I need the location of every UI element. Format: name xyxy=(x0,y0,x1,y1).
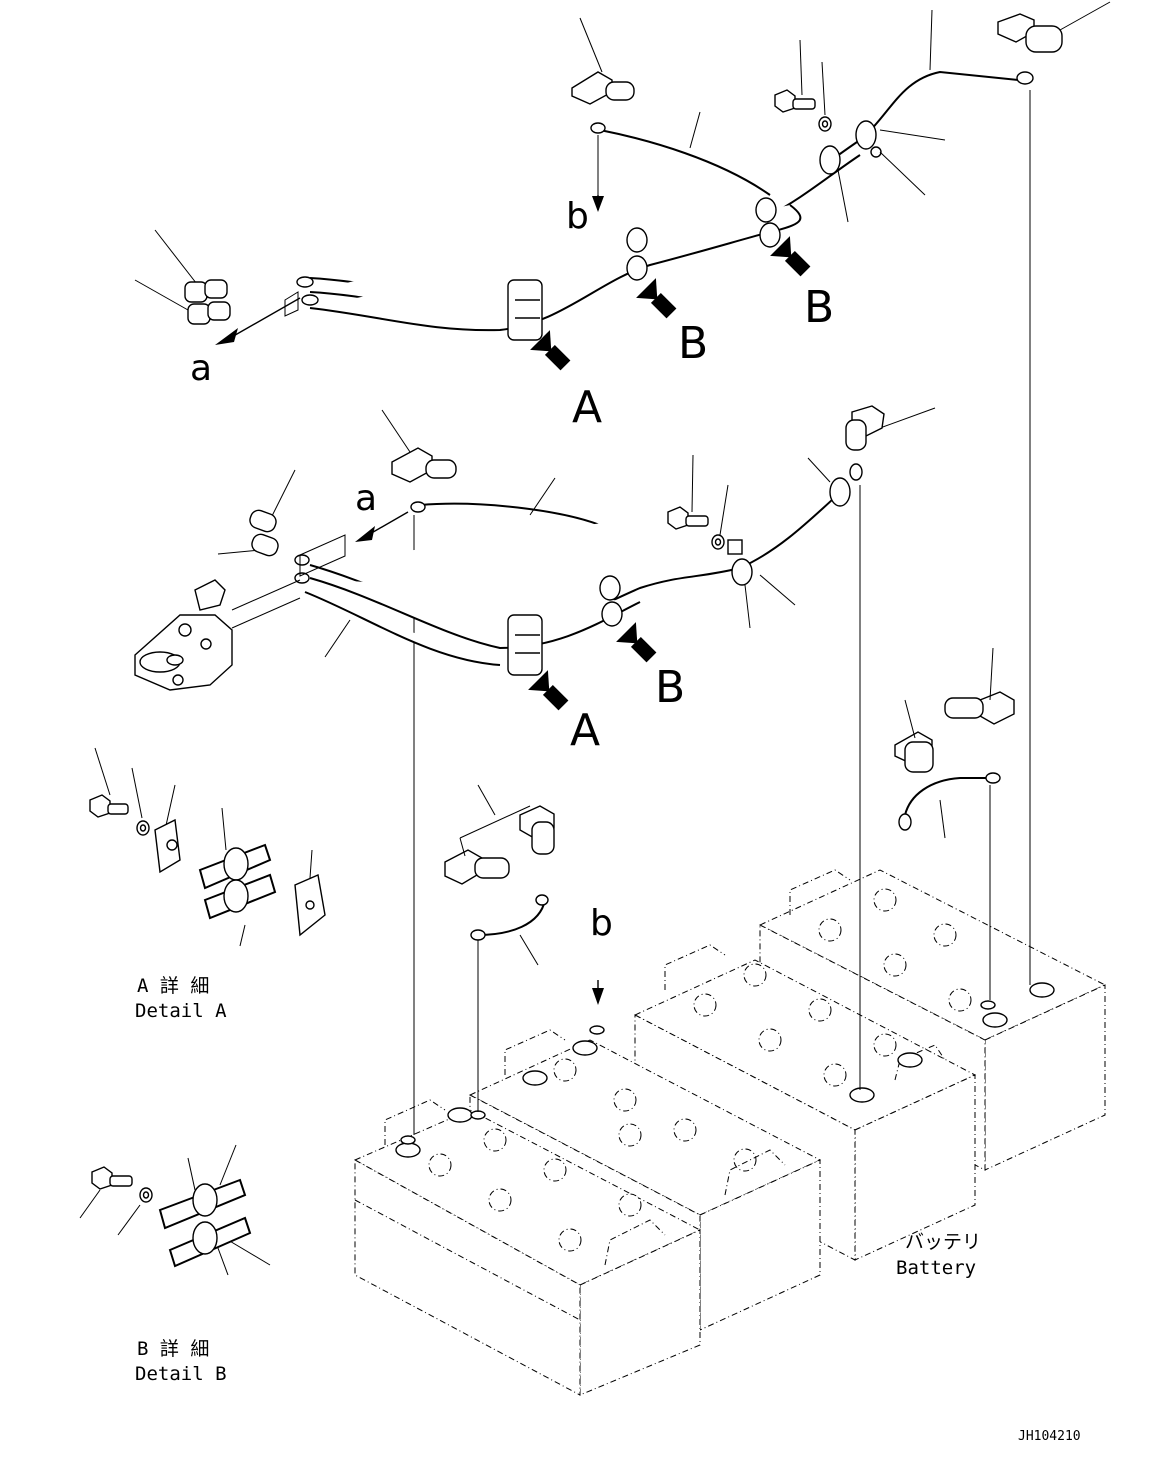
bolt-icon xyxy=(91,1166,133,1190)
battery-front xyxy=(353,1099,702,1396)
arrow-marker-icon xyxy=(636,278,677,319)
washer-icon xyxy=(711,534,725,550)
terminal-cap-icon xyxy=(519,805,555,855)
caption-detail-a-en: Detail A xyxy=(135,1000,227,1022)
terminal-cap-icon xyxy=(184,279,231,325)
terminal-cap-icon xyxy=(997,13,1063,53)
bolt-icon xyxy=(667,506,709,530)
clamp-icon xyxy=(154,818,181,874)
battery-group xyxy=(353,869,1107,1396)
washer-icon xyxy=(136,820,150,836)
label-b-bottom: b xyxy=(590,903,613,944)
label-A-mid: A xyxy=(570,705,600,756)
terminal-cap-icon xyxy=(444,849,510,885)
label-B-top-1: B xyxy=(678,318,708,369)
label-a-mid: a xyxy=(355,478,377,519)
terminal-cap-icon xyxy=(845,405,885,451)
detail-a xyxy=(89,747,326,947)
caption-detail-a-jp: A 詳 細 xyxy=(137,975,209,997)
arrow-marker-icon xyxy=(528,670,569,711)
label-b-top: b xyxy=(566,196,589,237)
terminal-cap-icon xyxy=(249,509,279,557)
text-labels: a a b b A A B B B A 詳 細 Detail A B 詳 細 D… xyxy=(135,196,1081,1444)
top-parts xyxy=(184,13,1063,325)
label-A-top: A xyxy=(572,382,602,433)
label-B-top-2: B xyxy=(804,282,834,333)
detail-b xyxy=(79,1144,271,1276)
middle-cable-assembly xyxy=(134,407,936,691)
washer-icon xyxy=(139,1187,153,1203)
terminal-cap-icon xyxy=(571,71,635,105)
clamp-icon xyxy=(294,874,326,937)
middle-parts xyxy=(249,405,885,557)
caption-detail-b-jp: B 詳 細 xyxy=(137,1338,209,1360)
bottom-middle-parts xyxy=(444,784,604,1005)
right-parts xyxy=(894,647,1015,839)
top-cable-assembly xyxy=(134,1,1111,345)
label-B-mid: B xyxy=(655,662,685,713)
terminal-cap-icon xyxy=(894,731,934,773)
drawing-code: JH104210 xyxy=(1018,1429,1081,1444)
caption-detail-b-en: Detail B xyxy=(135,1363,227,1385)
terminal-cap-icon xyxy=(944,691,1015,725)
arrow-marker-icon xyxy=(770,236,811,277)
terminal-cap-icon xyxy=(391,447,457,483)
arrow-markers xyxy=(528,236,811,711)
caption-battery-jp: バッテリ xyxy=(905,1231,981,1253)
label-a-top: a xyxy=(190,348,212,389)
arrow-marker-icon xyxy=(530,330,571,371)
arrow-marker-icon xyxy=(616,622,657,663)
bolt-icon xyxy=(89,794,129,818)
washer-icon xyxy=(818,116,832,132)
caption-battery-en: Battery xyxy=(896,1257,976,1279)
battery-terminals xyxy=(395,982,1055,1158)
bolt-icon xyxy=(774,89,816,113)
battery-switch xyxy=(134,579,301,691)
